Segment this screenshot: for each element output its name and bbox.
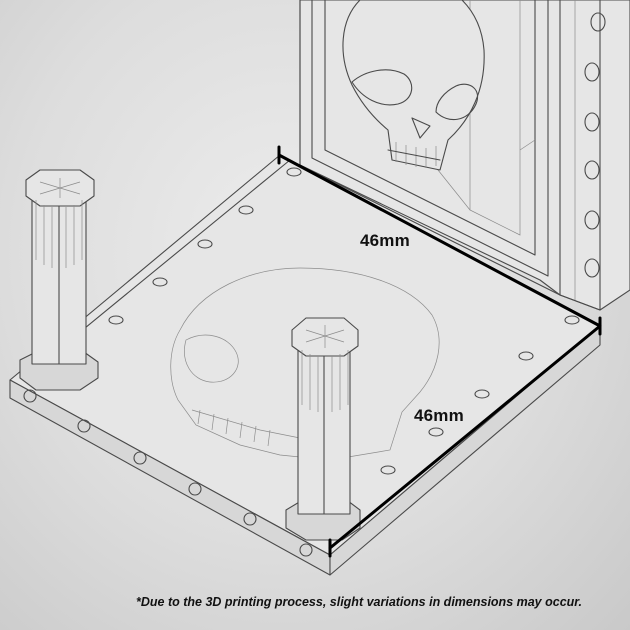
surface-rivets — [108, 167, 580, 475]
floor-skull-engraving — [170, 267, 440, 461]
wall-rivets — [584, 12, 606, 278]
width-dimension-label: 46mm — [360, 231, 410, 250]
disclaimer-note: *Due to the 3D printing process, slight … — [136, 595, 582, 609]
wall-skull — [342, 0, 485, 171]
left-pillar — [19, 169, 99, 391]
dimension-line-depth — [328, 324, 602, 558]
depth-dimension-label: 46mm — [414, 406, 464, 425]
edge-rivets — [23, 389, 313, 557]
center-pillar — [285, 317, 361, 541]
